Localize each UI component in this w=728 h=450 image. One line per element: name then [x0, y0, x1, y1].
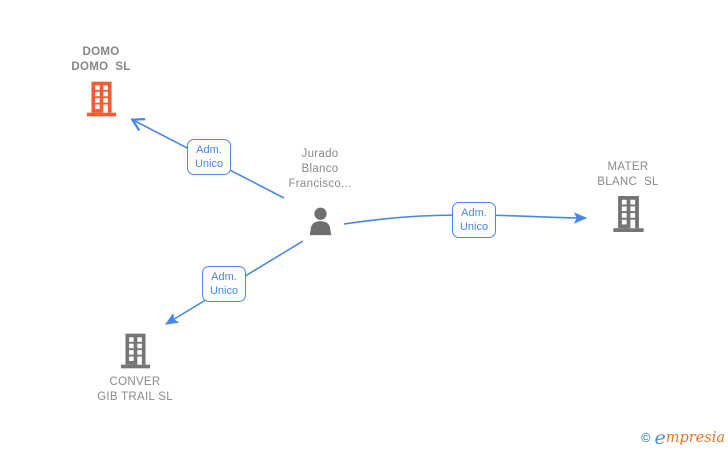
node-company-domo-domo-sl[interactable]: DOMO DOMO SL [31, 45, 171, 117]
building-icon [120, 333, 150, 369]
edge-label-adm-unico-mater[interactable]: Adm. Unico [452, 202, 496, 238]
company-name-line: MATER [607, 161, 649, 173]
node-company-mater-blanc-sl[interactable]: MATER BLANC SL [558, 160, 698, 232]
person-name-line: Jurado [301, 148, 339, 160]
edge-label-line: Unico [459, 221, 489, 233]
company-name-line: DOMO [82, 46, 120, 58]
edge-label-adm-unico-conver[interactable]: Adm. Unico [202, 266, 246, 302]
building-icon [86, 81, 116, 117]
person-name-line: Blanco [301, 163, 339, 175]
edge-label-line: Adm. [196, 144, 222, 156]
empresia-logo[interactable]: © e mpresia [641, 427, 725, 449]
company-name-line: CONVER [109, 376, 161, 388]
company-name-line: BLANC SL [597, 176, 659, 188]
edge-label-line: Unico [209, 285, 239, 297]
company-name-line: GIB TRAIL SL [97, 391, 173, 403]
edge-label-line: Unico [194, 158, 224, 170]
building-icon [612, 196, 644, 232]
node-person-jurado-blanco-francisco[interactable]: Jurado Blanco Francisco... [248, 147, 392, 237]
person-name-line: Francisco... [288, 178, 352, 190]
copyright-icon: © [641, 431, 651, 445]
edge-label-line: Adm. [211, 271, 237, 283]
person-icon [309, 207, 331, 236]
node-company-conver-gib-trail-sl[interactable]: CONVER GIB TRAIL SL [65, 333, 205, 405]
company-name-line: DOMO SL [71, 61, 131, 73]
brand-initial: e [654, 427, 666, 449]
edge-label-line: Adm. [461, 207, 487, 219]
edge-label-adm-unico-domo[interactable]: Adm. Unico [187, 139, 231, 175]
brand-text: mpresia [665, 430, 725, 446]
